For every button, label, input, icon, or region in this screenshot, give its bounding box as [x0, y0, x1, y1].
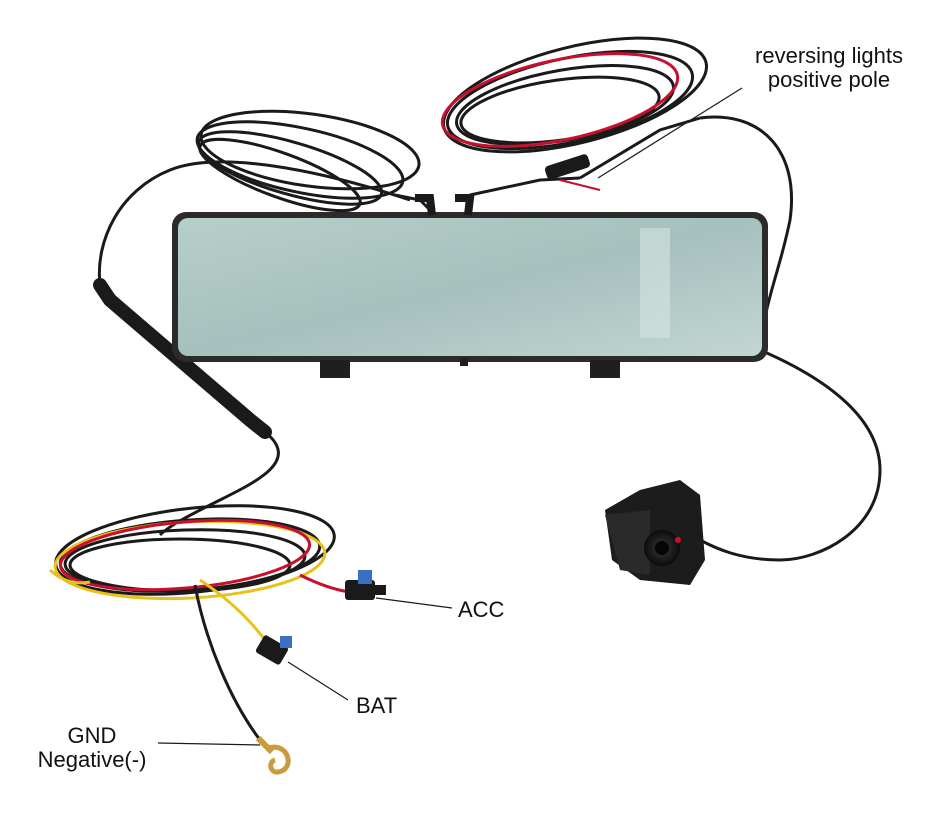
- label-acc: ACC: [458, 597, 505, 622]
- label-gnd-line1: GND: [67, 723, 117, 748]
- label-gnd: GND Negative(-): [30, 724, 154, 772]
- label-reversing-line1: reversing lights: [755, 43, 903, 68]
- label-bat: BAT: [356, 693, 398, 718]
- rearview-mirror-dashcam-icon: [172, 194, 768, 378]
- bottom-cable-coil-icon: [53, 504, 336, 601]
- callout-leader-lines: [157, 87, 743, 746]
- label-reversing-lights: reversing lights positive pole: [744, 44, 914, 92]
- label-gnd-line2: Negative(-): [37, 747, 147, 772]
- label-reversing-line2: positive pole: [767, 67, 891, 92]
- backup-camera-icon: [605, 480, 705, 585]
- fuse-tap-acc-icon: [345, 570, 386, 600]
- ground-ring-terminal-icon: [255, 735, 291, 775]
- fuse-tap-bat-icon: [255, 635, 292, 665]
